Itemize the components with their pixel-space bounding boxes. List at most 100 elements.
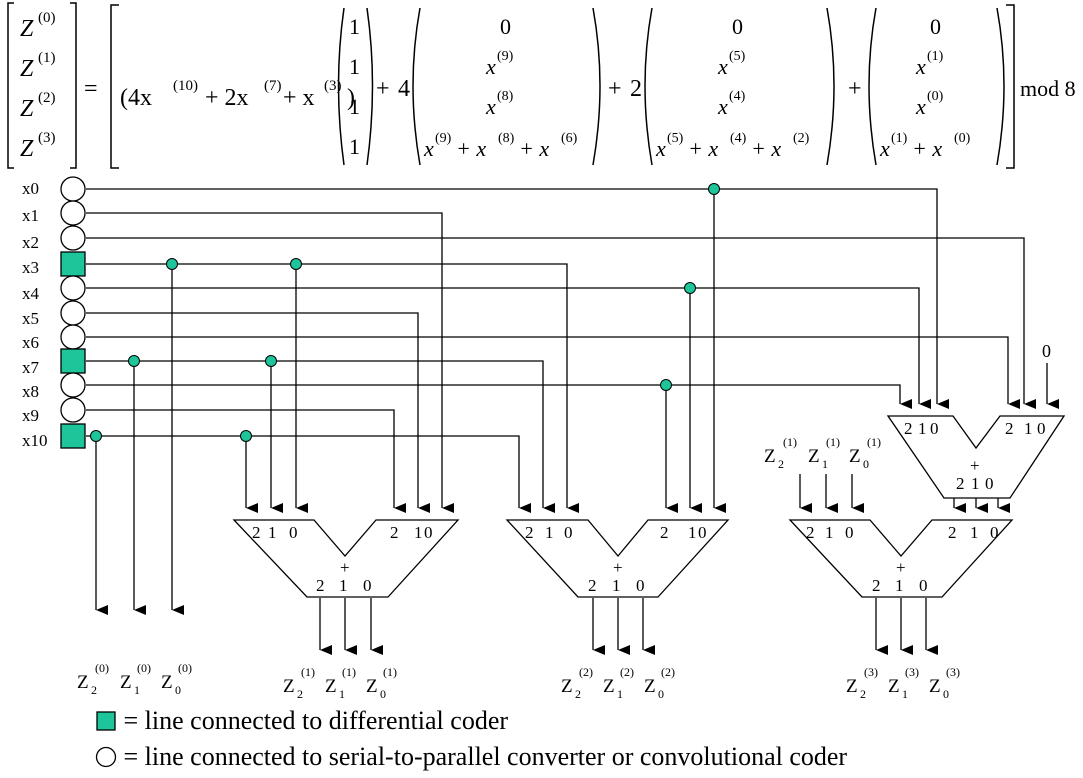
svg-text:(1): (1) xyxy=(867,435,881,449)
lhs-z2: Z xyxy=(20,96,34,122)
svg-text:Z: Z xyxy=(846,676,858,697)
svg-text:Z: Z xyxy=(77,672,89,693)
constant-zero: 0 xyxy=(1042,341,1051,361)
mod-8: mod 8 xyxy=(1020,76,1076,101)
legend-circle-icon xyxy=(95,746,117,768)
svg-text:+: + xyxy=(896,558,906,577)
svg-text:2: 2 xyxy=(316,576,325,595)
svg-text:(3): (3) xyxy=(946,665,960,679)
legend: = line connected to differential coder =… xyxy=(95,702,995,778)
svg-text:Z: Z xyxy=(120,672,132,693)
svg-text:2: 2 xyxy=(252,523,261,542)
svg-text:2: 2 xyxy=(588,576,597,595)
label-x5: x5 xyxy=(22,309,39,328)
ones-column: 1 1 1 1 xyxy=(337,7,374,166)
svg-text:1: 1 xyxy=(349,14,360,39)
adder-top xyxy=(886,415,1066,499)
svg-text:2: 2 xyxy=(860,687,866,701)
svg-text:2: 2 xyxy=(956,474,965,493)
terminal-x5 xyxy=(60,300,86,326)
svg-text:1: 1 xyxy=(414,523,423,542)
svg-text:Z: Z xyxy=(325,676,337,697)
svg-text:(3): (3) xyxy=(905,665,919,679)
svg-text:2: 2 xyxy=(778,457,784,471)
svg-text:1: 1 xyxy=(825,523,834,542)
svg-text:1: 1 xyxy=(134,683,140,697)
coef-2: 2 xyxy=(630,76,642,102)
legend-circle-text: = line connected to serial-to-parallel c… xyxy=(123,742,848,772)
svg-text:(9): (9) xyxy=(497,49,514,64)
svg-text:2: 2 xyxy=(904,419,913,438)
svg-text:2: 2 xyxy=(806,523,815,542)
label-x9: x9 xyxy=(22,406,39,425)
svg-text:2: 2 xyxy=(948,523,957,542)
svg-text:0: 0 xyxy=(930,419,939,438)
svg-text:Z: Z xyxy=(764,446,776,467)
terminal-x8 xyxy=(60,372,86,398)
lhs-vector: Z (0) Z (1) Z (2) Z (3) xyxy=(20,10,56,162)
svg-text:(1): (1) xyxy=(927,49,944,64)
lhs-z0-sup: (0) xyxy=(38,10,56,26)
lhs-bracket xyxy=(7,2,77,169)
svg-text:Z: Z xyxy=(644,676,656,697)
svg-text:(1): (1) xyxy=(301,665,315,679)
svg-text:0: 0 xyxy=(175,683,181,697)
svg-text:(0): (0) xyxy=(95,661,109,675)
svg-text:(1): (1) xyxy=(891,131,908,146)
svg-text:+ x: + x xyxy=(519,136,549,161)
svg-text:(0): (0) xyxy=(178,661,192,675)
svg-text:(2): (2) xyxy=(661,665,675,679)
lhs-z3: Z xyxy=(20,136,34,162)
svg-text:(4): (4) xyxy=(730,131,747,146)
wires xyxy=(86,188,1059,655)
column-2: 0 x (9) x (8) x (9) + x (8) + x (6) xyxy=(412,7,601,166)
svg-text:(3): (3) xyxy=(864,665,878,679)
svg-text:2: 2 xyxy=(660,523,669,542)
svg-text:1: 1 xyxy=(349,94,360,119)
lhs-z2-sup: (2) xyxy=(38,90,56,106)
svg-text:1: 1 xyxy=(970,523,979,542)
svg-text:1: 1 xyxy=(822,457,828,471)
adders xyxy=(232,415,1066,598)
svg-text:0: 0 xyxy=(380,687,386,701)
svg-text:(6): (6) xyxy=(561,131,578,146)
label-x6: x6 xyxy=(22,333,39,352)
svg-text:+: + xyxy=(340,558,350,577)
svg-text:1: 1 xyxy=(612,576,621,595)
plus-3: + xyxy=(848,76,862,102)
svg-text:+ x: + x xyxy=(688,136,718,161)
svg-text:(5): (5) xyxy=(667,131,684,146)
term1-sup2: (7) xyxy=(264,78,282,94)
terminal-x3 xyxy=(60,251,86,277)
lhs-z1-sup: (1) xyxy=(38,50,56,66)
column-4: 0 x (1) x (0) x (1) + x (0) xyxy=(868,7,1005,166)
legend-circle-row: = line connected to serial-to-parallel c… xyxy=(95,740,847,772)
output-z3: Z 2 (3) Z 1 (3) Z 0 (3) xyxy=(846,665,960,701)
label-x0: x0 xyxy=(22,179,39,198)
svg-text:x: x xyxy=(423,136,434,161)
terminal-x6 xyxy=(60,324,86,350)
svg-text:1: 1 xyxy=(1024,419,1033,438)
svg-text:1: 1 xyxy=(349,54,360,79)
plus-1: + xyxy=(376,76,390,102)
svg-text:2: 2 xyxy=(1005,419,1014,438)
column-3: 0 x (5) x (4) x (5) + x (4) + x (2) xyxy=(644,7,835,166)
svg-text:x: x xyxy=(485,54,496,79)
terminal-x1 xyxy=(60,200,86,226)
svg-text:0: 0 xyxy=(564,523,573,542)
term1-sup1: (10) xyxy=(173,78,198,94)
svg-text:2: 2 xyxy=(575,687,581,701)
lhs-z0: Z xyxy=(20,16,34,42)
svg-text:0: 0 xyxy=(658,687,664,701)
svg-text:Z: Z xyxy=(808,446,820,467)
svg-text:(0): (0) xyxy=(954,131,971,146)
svg-text:x: x xyxy=(485,94,496,119)
svg-text:1: 1 xyxy=(545,523,554,542)
svg-text:0: 0 xyxy=(845,523,854,542)
svg-text:Z: Z xyxy=(366,676,378,697)
svg-text:(1): (1) xyxy=(826,435,840,449)
svg-text:0: 0 xyxy=(363,576,372,595)
svg-text:Z: Z xyxy=(283,676,295,697)
lhs-z1: Z xyxy=(20,56,34,82)
svg-text:Z: Z xyxy=(161,672,173,693)
